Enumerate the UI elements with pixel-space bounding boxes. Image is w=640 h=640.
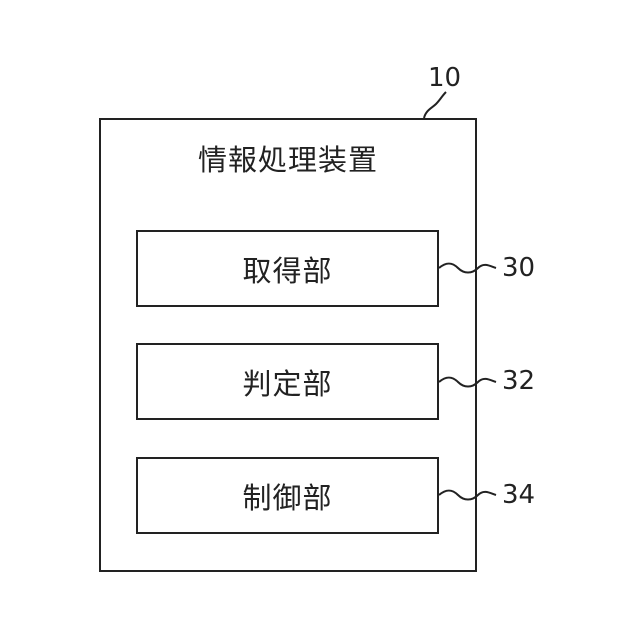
- acquisition-unit-label: 取得部: [242, 248, 332, 290]
- acquisition-unit-box: 取得部: [136, 230, 439, 307]
- device-title: 情報処理装置: [99, 140, 477, 180]
- determination-unit-reference-number: 32: [502, 365, 535, 397]
- control-unit-box: 制御部: [136, 457, 439, 534]
- determination-unit-box: 判定部: [136, 343, 439, 420]
- control-unit-reference-number: 34: [502, 479, 535, 511]
- acquisition-unit-reference-number: 30: [502, 252, 535, 284]
- device-leader-line: [424, 92, 446, 118]
- control-unit-label: 制御部: [242, 475, 332, 517]
- determination-unit-label: 判定部: [242, 361, 332, 403]
- device-reference-number: 10: [428, 62, 461, 94]
